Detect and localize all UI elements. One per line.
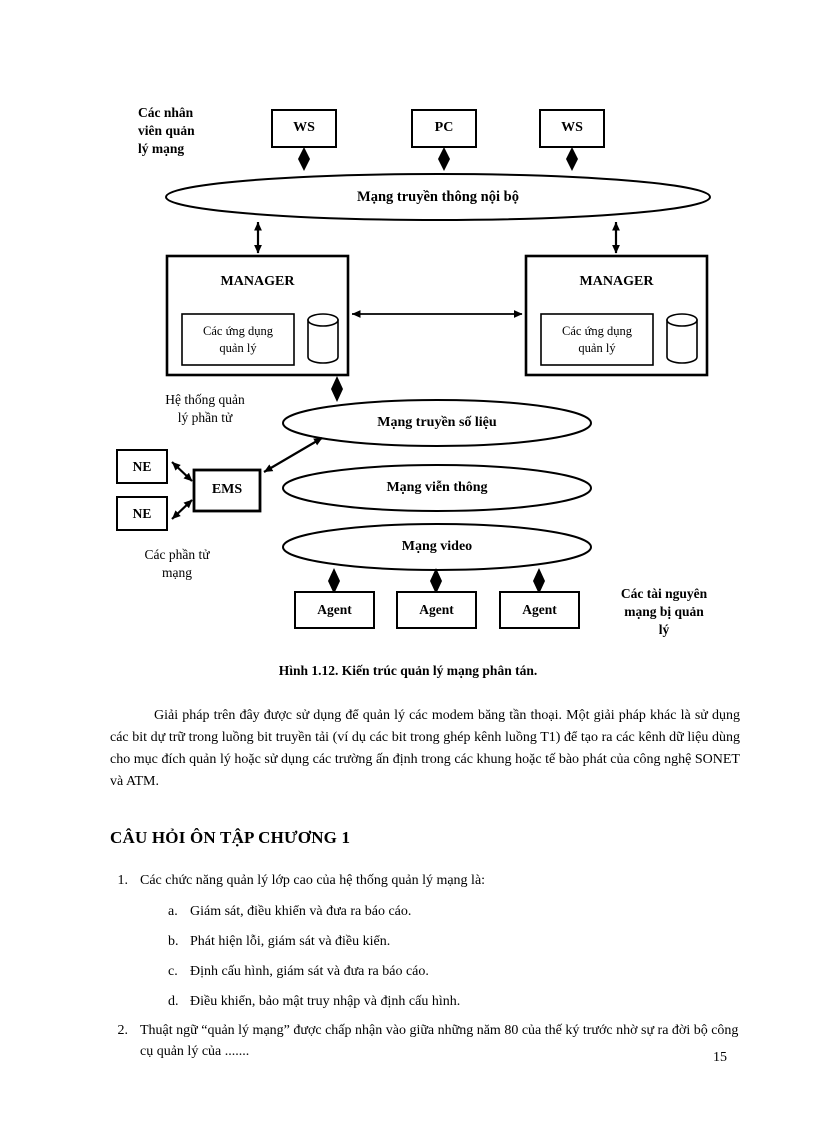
ellipse-video-network	[282, 523, 592, 571]
question-text-2: Thuật ngữ “quản lý mạng” được chấp nhận …	[140, 1022, 739, 1060]
figure-network-management-architecture: Các nhân viên quản lý mạng Hệ thống quản…	[116, 105, 711, 637]
label-network-management-staff: Các nhân viên quản lý mạng	[138, 105, 195, 156]
question-item-1: 1. Các chức năng quản lý lớp cao của hệ …	[110, 870, 746, 892]
agent-box-2	[396, 591, 477, 629]
agent-label-1: Agent	[317, 602, 352, 618]
option-letter-c: c.	[168, 963, 178, 979]
database-cylinder-icon-left	[307, 313, 339, 364]
section-heading: CÂU HỎI ÔN TẬP CHƯƠNG 1	[110, 828, 351, 847]
manager-title-left: MANAGER	[220, 273, 295, 289]
question-item-2: 2. Thuật ngữ “quản lý mạng” được chấp nh…	[110, 1020, 746, 1063]
database-cylinder-icon-right	[666, 313, 698, 364]
option-item-b: b. Phát hiện lỗi, giám sát và điều kiển.	[110, 931, 746, 952]
diamond-connector-manager-to-data-network	[331, 376, 343, 402]
option-letter-b: b.	[168, 933, 179, 949]
label-element-management-system: Hệ thống quản lý phần tử	[165, 392, 245, 425]
page-number: 15	[713, 1050, 727, 1065]
option-text-a: Giám sát, điều khiển và đưa ra báo cáo.	[190, 903, 412, 919]
ne-box-1	[116, 449, 168, 484]
ne-label-1: NE	[132, 458, 152, 474]
terminal-label-ws-1: WS	[293, 120, 315, 136]
agent-label-2: Agent	[419, 602, 454, 618]
ellipse-data-network	[282, 399, 592, 447]
arrow-ne1-ems	[171, 461, 193, 482]
agent-box-3	[499, 591, 580, 629]
manager-app-box-left	[181, 313, 295, 366]
arrow-ne2-ems	[171, 499, 193, 520]
option-item-c: c. Định cấu hình, giám sát và đưa ra báo…	[110, 961, 746, 982]
ne-box-2	[116, 496, 168, 531]
manager-app-label-right: Các ứng dụng quản lý	[562, 324, 632, 355]
ems-box	[192, 468, 262, 513]
option-item-a: a. Giám sát, điều khiển và đưa ra báo cá…	[110, 901, 746, 922]
ems-label: EMS	[211, 482, 243, 498]
terminal-label-pc: PC	[434, 120, 454, 136]
arrow-ems-to-data-network	[263, 437, 323, 473]
ne-label-2: NE	[132, 505, 152, 521]
question-number-2: 2.	[117, 1022, 129, 1038]
question-text-1: Các chức năng quản lý lớp cao của hệ thố…	[140, 873, 486, 888]
option-letter-d: d.	[168, 993, 179, 1009]
ellipse-label-internal-communication-network: Mạng truyền thông nội bộ	[357, 188, 519, 205]
label-managed-network-resources: Các tài nguyên mạng bị quản lý	[620, 586, 708, 637]
ellipse-label-telecom-network: Mạng viễn thông	[386, 479, 488, 495]
diamond-connector-group-agents	[328, 568, 545, 594]
question-number-1: 1.	[117, 873, 129, 888]
manager-app-box-right	[540, 313, 654, 366]
ellipse-internal-communication-network	[165, 173, 711, 221]
diamond-connector-group-top	[298, 147, 578, 171]
manager-app-label-left: Các ứng dụng quản lý	[203, 324, 273, 355]
agent-label-3: Agent	[522, 602, 557, 618]
option-text-b: Phát hiện lỗi, giám sát và điều kiển.	[190, 933, 391, 949]
agent-box-1	[294, 591, 375, 629]
ellipse-label-data-network: Mạng truyền số liệu	[377, 414, 497, 430]
option-item-d: d. Điều khiển, bảo mật truy nhập và định…	[110, 991, 746, 1012]
option-text-d: Điều khiển, bảo mật truy nhập và định cấ…	[190, 993, 461, 1009]
diagram-canvas	[116, 109, 711, 629]
option-text-c: Định cấu hình, giám sát và đưa ra báo cá…	[190, 963, 429, 979]
label-network-elements: Các phần tử mạng	[144, 547, 210, 580]
question-1-options: a. Giám sát, điều khiển và đưa ra báo cá…	[110, 901, 746, 1012]
terminal-label-ws-2: WS	[561, 120, 583, 136]
ellipse-telecom-network	[282, 464, 592, 512]
review-questions-list: 1. Các chức năng quản lý lớp cao của hệ …	[110, 862, 746, 1063]
body-paragraph: Giải pháp trên đây được sử dụng để quản …	[110, 708, 740, 790]
option-letter-a: a.	[168, 903, 178, 919]
ellipse-label-video-network: Mạng video	[401, 538, 473, 554]
manager-title-right: MANAGER	[579, 273, 654, 289]
figure-caption: Hình 1.12. Kiến trúc quản lý mạng phân t…	[278, 663, 538, 678]
